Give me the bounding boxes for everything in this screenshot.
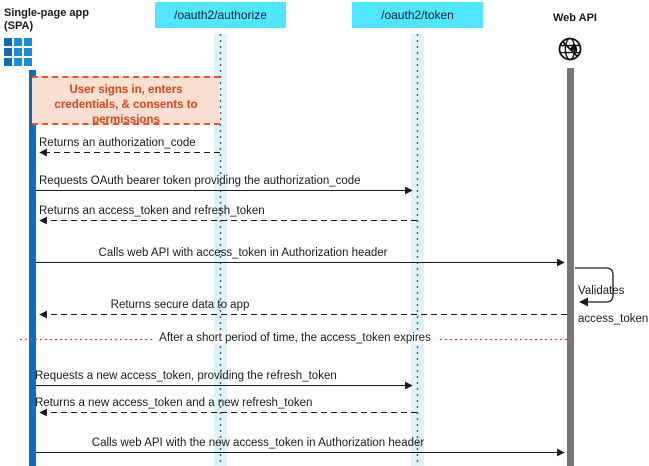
- note-line-2: credentials, & consents to: [54, 99, 198, 111]
- message-label-6: Returns secure data to app: [110, 299, 250, 311]
- selfloop-line-1: Validates: [578, 285, 625, 297]
- message-label-9: Calls web API with the new access_token …: [91, 437, 425, 449]
- message-arrow-5-selfloop: [575, 267, 614, 307]
- message-label-1: Returns an authorization_code: [39, 137, 196, 149]
- lifeline-spa: [29, 70, 36, 466]
- participant-box-authorize[interactable]: /oauth2/authorize: [155, 2, 286, 28]
- message-label-8: Returns a new access_token and a new ref…: [35, 397, 313, 409]
- message-label-7: Requests a new access_token, providing t…: [35, 370, 337, 382]
- message-label-2: Requests OAuth bearer token providing th…: [39, 175, 361, 187]
- lifeline-webapi: [567, 68, 574, 466]
- participant-title-webapi: Web API: [552, 12, 597, 24]
- selfloop-line-2: access_token: [578, 313, 649, 325]
- participant-title-spa: Single-page app (SPA): [4, 7, 89, 32]
- message-label-5-selfloop: Validates access_token: [578, 270, 648, 340]
- app-grid-icon: [4, 38, 32, 66]
- note-line-1: User signs in, enters: [69, 84, 183, 96]
- message-label-3: Returns an access_token and refresh_toke…: [39, 205, 265, 217]
- note-line-3: permissions: [92, 114, 160, 126]
- globe-icon: [557, 36, 583, 62]
- note-user-consent: User signs in, enters credentials, & con…: [32, 76, 220, 126]
- divider-label: After a short period of time, the access…: [153, 332, 437, 344]
- participant-box-token[interactable]: /oauth2/token: [352, 2, 483, 28]
- message-label-4: Calls web API with access_token in Autho…: [98, 247, 388, 259]
